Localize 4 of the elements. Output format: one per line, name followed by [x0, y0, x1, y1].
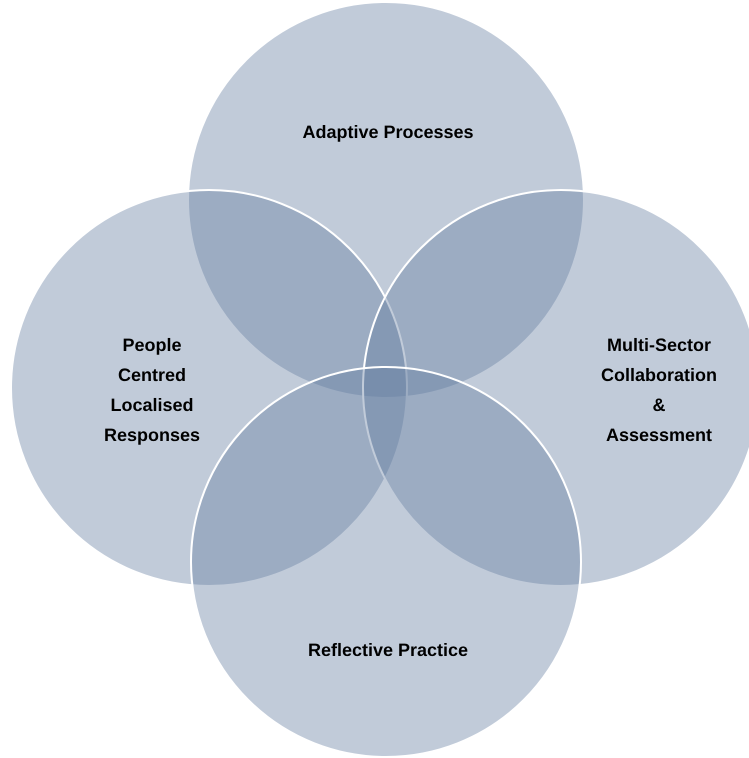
circle-label: Adaptive Processes: [302, 121, 474, 144]
circle-label: Reflective Practice: [308, 639, 468, 662]
circle-label: People Centred Localised Responses: [104, 334, 200, 447]
circle-label: Multi-Sector Collaboration & Assessment: [601, 334, 717, 447]
